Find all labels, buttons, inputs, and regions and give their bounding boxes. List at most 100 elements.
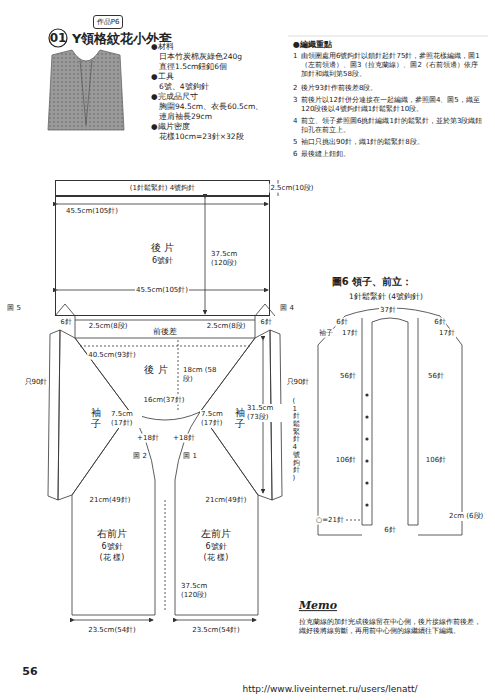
annotation: ●完成品尺寸 (150, 92, 199, 101)
buttonhole (365, 437, 368, 440)
piece-text: 袖 子 (91, 407, 101, 429)
collar-band-figure (318, 308, 462, 535)
pattern-piece-label: 後 片 (143, 363, 168, 377)
annotation: 1 (292, 52, 298, 61)
annotation: 胸圍94.5cm、衣長60.5cm、 (158, 102, 264, 111)
annotation: 6針 (59, 318, 72, 326)
annotation: 56針 (427, 372, 445, 381)
annotation: 37針 (379, 306, 397, 315)
number-circle (49, 29, 67, 47)
piece-text: (花 樣) (100, 552, 125, 563)
annotation: 31.5cm (73段) (246, 404, 282, 422)
annotation: 直徑1.5cm鈕釦6個 (158, 62, 228, 71)
annotation: 21cm(49針) (89, 496, 132, 505)
piece-text: (1針鬆緊針) 4號鉤針 (130, 183, 196, 193)
annotation: 圖 5 (6, 304, 22, 313)
annotation: 56 (21, 665, 38, 679)
annotation: 只90針 (286, 378, 311, 387)
annotation: Memo (298, 599, 338, 613)
piece-text: 右前片 (97, 527, 127, 541)
annotation: 前後片以12針併分連接在一起編織，參照圖4、圖5，織至120段後以4號鉤針織1針… (300, 96, 484, 114)
annotation: 2cm (6段) (448, 512, 486, 521)
annotation: 拉克蘭線的加針完成後線留在中心側，後片接線作前後差，織好後將線剪斷，再用前中心側… (298, 618, 485, 636)
annotation: 圖6 領子、前立： (331, 276, 413, 289)
page-ref-box: 作品P6 (93, 15, 124, 29)
annotation: +18針 (136, 434, 160, 443)
annotation: 7.5cm (17針) (110, 410, 142, 428)
annotation: 花樣10cm=23針×32段 (158, 132, 245, 141)
annotation: http://www.liveinternet.ru/users/lenatt/ (241, 684, 418, 695)
annotation: 16cm(37針) (143, 396, 186, 405)
annotation: +18針 (172, 434, 196, 443)
annotation: 圖 1 (182, 452, 198, 461)
annotation: 6針 (383, 526, 396, 535)
annotation: 前立、領子參照圖6挑針編織1針的鬆緊針，並於第3段織鈕扣孔在前立上。 (300, 117, 484, 135)
annotation: 01 (49, 31, 68, 46)
annotation: 7.5cm (17針) (200, 410, 232, 428)
pattern-piece-label: 袖 子 (234, 407, 246, 429)
piece-text: 作品P6 (97, 17, 120, 27)
annotation: 40.5cm(93針) (87, 351, 137, 360)
annotation: 18cm (58段) (182, 366, 218, 384)
annotation: 2.5cm(10段) (269, 184, 314, 193)
annotation: 23.5cm(54針) (191, 626, 241, 635)
annotation: 袖口只挑出90針，織1針的鬆緊針8段。 (300, 138, 484, 147)
pattern-pieces (48, 180, 282, 620)
piece-text: 後 片 (151, 241, 174, 255)
annotation: ●織片密度 (150, 122, 191, 131)
annotation: 106針 (335, 456, 357, 465)
pattern-piece-box: (1針鬆緊針) 4號鉤針 (55, 180, 270, 196)
annotation: 6針 (433, 318, 446, 327)
buttonhole (365, 459, 368, 462)
annotation: 17針 (341, 329, 359, 338)
pattern-piece-label: 前後差 (152, 326, 178, 337)
annotation: 23.5cm(54針) (87, 626, 137, 635)
annotation: 56針 (339, 372, 357, 381)
annotation: 圖 2 (132, 452, 148, 461)
buttonhole (365, 393, 368, 396)
piece-text: 袖 子 (235, 407, 245, 429)
buttonhole (365, 503, 368, 506)
annotation: 6針 (335, 318, 348, 327)
annotation: 只90針 (24, 378, 49, 387)
annotation: 3 (292, 96, 298, 105)
annotation: ( 1針鬆緊針 4號鉤針 ) (292, 398, 301, 483)
annotation: 37.5cm (120段) (210, 250, 250, 268)
annotation: 6 (292, 150, 298, 159)
vest-photo (48, 50, 124, 130)
annotation: 1針鬆緊針 (4號鉤針) (348, 292, 424, 301)
annotation: 袖子 (318, 329, 334, 338)
annotation: ●材料 (150, 42, 175, 51)
buttonhole (365, 415, 368, 418)
piece-text: 6號針 (152, 255, 173, 266)
annotation: 4 (292, 117, 298, 126)
annotation: ○=21針 (315, 516, 345, 525)
annotation: 106針 (425, 456, 447, 465)
annotation: 5 (292, 138, 298, 147)
buttonhole (365, 481, 368, 484)
annotation: 2.5cm(8段) (88, 322, 129, 331)
annotation: 2 (292, 84, 298, 93)
piece-text: 前後差 (153, 326, 177, 337)
annotation: ●工具 (150, 72, 175, 81)
annotation: 日本竹炭棉灰綠色240g (158, 52, 243, 61)
annotation: 後片93針作前後差8段。 (300, 84, 484, 93)
annotation: ●編織重點 (292, 40, 333, 50)
pattern-piece-label: 左前片6號針(花 樣) (200, 527, 232, 563)
annotation: 2.5cm(8段) (206, 322, 247, 331)
annotation: 由領圍處用6號鉤針以鎖針起針75針，參照花樣編織，圖1（左前領邊）、圖3（拉克蘭… (300, 52, 484, 78)
pattern-piece-label: 右前片6號針(花 樣) (96, 527, 128, 563)
annotation: 45.5cm(105針) (65, 207, 119, 216)
annotation: 最後縫上鈕釦。 (300, 150, 484, 159)
piece-text: 左前片 (201, 527, 231, 541)
annotation: 17針 (438, 329, 456, 338)
pattern-piece-label: 袖 子 (90, 407, 102, 429)
piece-text: 6號針 (205, 541, 226, 552)
piece-text: 6號針 (101, 541, 122, 552)
annotation: 6針 (259, 318, 272, 326)
annotation: 21cm(49針) (205, 496, 248, 505)
piece-text: (花 樣) (204, 552, 229, 563)
annotation: 45.5cm(105針) (135, 286, 189, 295)
annotation: 37.5cm (120段) (180, 582, 220, 600)
buttonholes (365, 393, 368, 506)
